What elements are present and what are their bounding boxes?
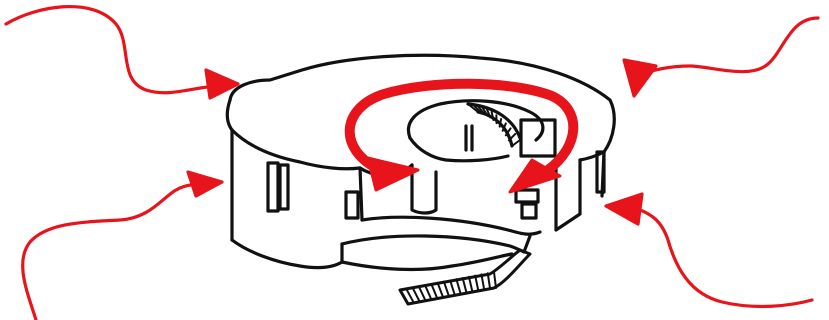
stair-tread — [450, 280, 455, 295]
stair-tread — [512, 140, 520, 146]
window-right — [597, 152, 604, 192]
roof-rim-left-edge — [227, 100, 232, 130]
external-arrows — [6, 7, 818, 320]
stair-tread — [475, 276, 478, 292]
stair-tread — [419, 286, 426, 300]
window-left-1 — [268, 163, 278, 211]
stair-tread — [488, 273, 490, 289]
arrow-bottom-left-icon — [23, 172, 222, 320]
front-stair-outline — [400, 250, 530, 304]
wall-top-edge — [232, 130, 360, 169]
outer-wall-bottom — [232, 240, 342, 268]
seating-tier — [342, 236, 524, 252]
stair-tread — [431, 284, 437, 299]
front-base — [342, 254, 512, 269]
section-box-small — [522, 204, 536, 218]
stair-tread — [494, 272, 496, 288]
stair-tread — [400, 290, 408, 304]
stair-tread — [463, 278, 467, 293]
stair-tread — [481, 274, 484, 290]
arrow-top-right-icon — [624, 18, 818, 96]
stair-tread — [425, 285, 431, 300]
arrow-bottom-right-icon — [606, 194, 812, 306]
stair-tread — [444, 282, 449, 297]
stair-tread — [438, 283, 444, 298]
courtyard-column — [466, 126, 472, 150]
section-box-bottom — [516, 190, 538, 202]
interior-floor — [362, 217, 540, 234]
stair-tread — [456, 279, 460, 294]
stair-tread — [413, 288, 420, 302]
section-cut-right — [556, 160, 580, 230]
section-window — [346, 192, 358, 218]
window-left-2 — [280, 165, 288, 209]
courtyard-inner-wall — [410, 138, 508, 161]
arrow-top-left-icon — [6, 7, 238, 98]
front-stair — [400, 250, 530, 304]
stair-tread — [469, 277, 473, 292]
